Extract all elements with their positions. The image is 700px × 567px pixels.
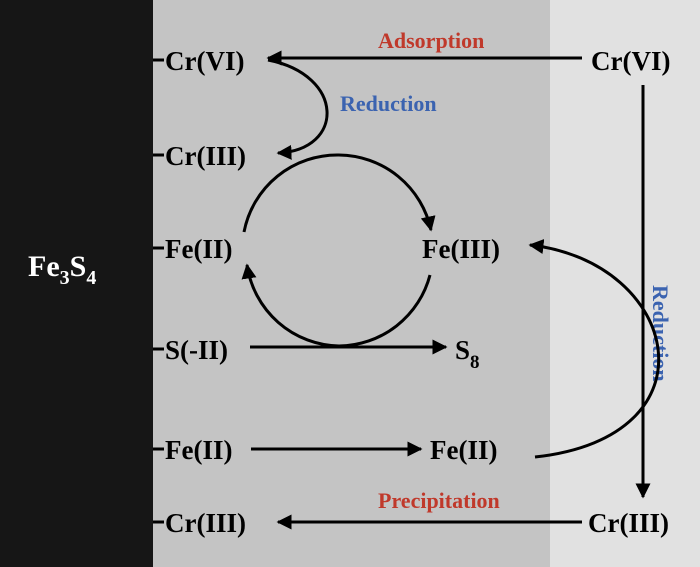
surface-reduction-label: Reduction	[340, 91, 437, 116]
fe-cycle-right-arrow	[338, 153, 436, 232]
surface-fe2-released-label: Fe(II)	[430, 435, 497, 465]
cr-reduction-arrow	[267, 58, 329, 160]
surface-fe2-label: Fe(II)	[165, 234, 232, 264]
fe2-oxidation-arrow	[528, 239, 661, 459]
solution-reduction-label: Reduction	[648, 285, 673, 382]
solution-panel	[550, 0, 700, 567]
surface-fe3-label: Fe(III)	[422, 234, 500, 264]
surface-fe2-source-label: Fe(II)	[165, 435, 232, 465]
solution-cr3-label: Cr(III)	[588, 508, 669, 538]
surface-cr3-label: Cr(III)	[165, 141, 246, 171]
surface-panel	[153, 0, 550, 567]
mineral-label: Fe3S4	[28, 250, 96, 289]
fe-cycle-top-left-arc	[242, 153, 340, 233]
fe-cycle-left-arrow	[241, 263, 340, 348]
fe-cycle-bottom-right-arc	[338, 274, 432, 348]
surface-s2-label: S(-II)	[165, 335, 228, 365]
precipitation-label: Precipitation	[378, 488, 500, 513]
solution-cr6-label: Cr(VI)	[591, 46, 670, 76]
surface-cr3-precip-label: Cr(III)	[165, 508, 246, 538]
surface-cr6-label: Cr(VI)	[165, 46, 244, 76]
adsorption-label: Adsorption	[378, 28, 484, 53]
surface-s8-label: S8	[455, 335, 480, 373]
mineral-panel	[0, 0, 153, 567]
